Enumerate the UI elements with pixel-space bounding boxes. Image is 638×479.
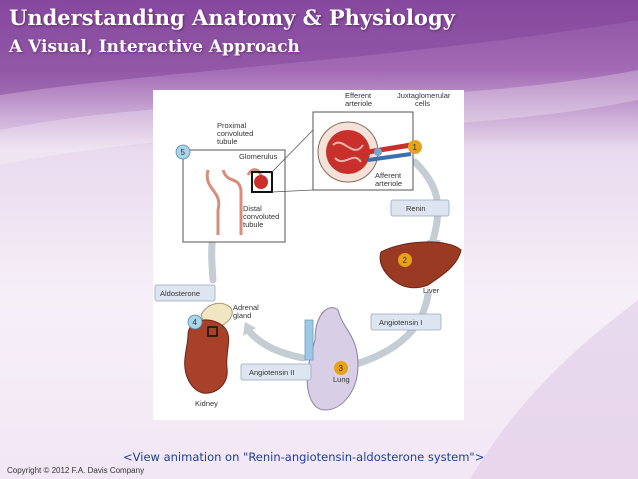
svg-text:Proximal: Proximal <box>217 121 247 130</box>
glomerulus-capillaries <box>317 121 412 183</box>
juxtaglomerular-cells-label: Juxtaglomerular cells <box>397 91 451 108</box>
kidney <box>184 319 230 394</box>
angiotensin2-label-box <box>240 363 312 381</box>
lung-label: Lung <box>333 375 350 384</box>
adrenal-gland-label: Adrenal gland <box>233 303 259 320</box>
svg-text:arteriole: arteriole <box>375 179 402 188</box>
angiotensin1-label-box <box>370 313 442 331</box>
cycle-arrows <box>208 158 442 369</box>
svg-text:gland: gland <box>233 311 251 320</box>
svg-text:Efferent: Efferent <box>345 91 372 100</box>
svg-text:Adrenal: Adrenal <box>233 303 259 312</box>
svg-text:tubule: tubule <box>243 220 263 229</box>
svg-text:cells: cells <box>415 99 430 108</box>
angiotensin1-label: Angiotensin I <box>379 318 422 327</box>
glomerulus-label: Glomerulus <box>239 152 278 161</box>
liver <box>379 241 462 289</box>
animation-link[interactable]: <View animation on "Renin-angiotensin-al… <box>123 450 485 464</box>
svg-text:convoluted: convoluted <box>217 129 253 138</box>
aldosterone-label: Aldosterone <box>160 289 200 298</box>
renin-label-box <box>390 199 450 217</box>
svg-text:Distal: Distal <box>243 204 262 213</box>
step-1-number: 1 <box>413 143 418 152</box>
efferent-arteriole-label: Efferent arteriole <box>345 91 372 108</box>
step-5-number: 5 <box>181 148 186 157</box>
step-3-badge <box>334 361 348 375</box>
proximal-tubule-label: Proximal convoluted tubule <box>217 121 253 146</box>
liver-label: Liver <box>423 286 440 295</box>
svg-text:tubule: tubule <box>217 137 237 146</box>
step-2-badge <box>398 253 412 267</box>
kidney-label: Kidney <box>195 399 218 408</box>
afferent-arteriole-label: Afferent arteriole <box>375 171 402 188</box>
aldosterone-label-box <box>154 284 216 302</box>
step-4-number: 4 <box>193 318 198 327</box>
trachea <box>304 319 314 361</box>
svg-text:Juxtaglomerular: Juxtaglomerular <box>397 91 451 100</box>
step-2-number: 2 <box>403 256 408 265</box>
slide-title: Understanding Anatomy & Physiology <box>9 5 455 30</box>
distal-tubule-label: Distal convoluted tubule <box>243 204 279 229</box>
copyright-notice: Copyright © 2012 F.A. Davis Company <box>7 466 145 475</box>
nephron-glomerulus <box>254 175 268 189</box>
raas-diagram: Renin Angiotensin I Angiotensin II Aldos… <box>153 90 464 420</box>
step-badges: 1 2 3 4 5 <box>175 140 422 375</box>
inset-leader <box>271 129 314 173</box>
step-4-badge <box>187 314 203 330</box>
inset-leader-2 <box>271 189 314 193</box>
svg-text:Afferent: Afferent <box>375 171 402 180</box>
glomerulus-focus-box <box>251 171 273 193</box>
nephron-inset <box>182 149 286 243</box>
slide-subtitle: A Visual, Interactive Approach <box>9 37 300 57</box>
svg-text:convoluted: convoluted <box>243 212 279 221</box>
lung <box>306 307 359 411</box>
step-1-badge <box>408 140 422 154</box>
svg-text:arteriole: arteriole <box>345 99 372 108</box>
adrenal-focus-box <box>207 326 218 337</box>
step-5-badge <box>175 144 191 160</box>
angiotensin2-label: Angiotensin II <box>249 368 294 377</box>
step-3-number: 3 <box>339 364 344 373</box>
renin-label: Renin <box>406 204 426 213</box>
